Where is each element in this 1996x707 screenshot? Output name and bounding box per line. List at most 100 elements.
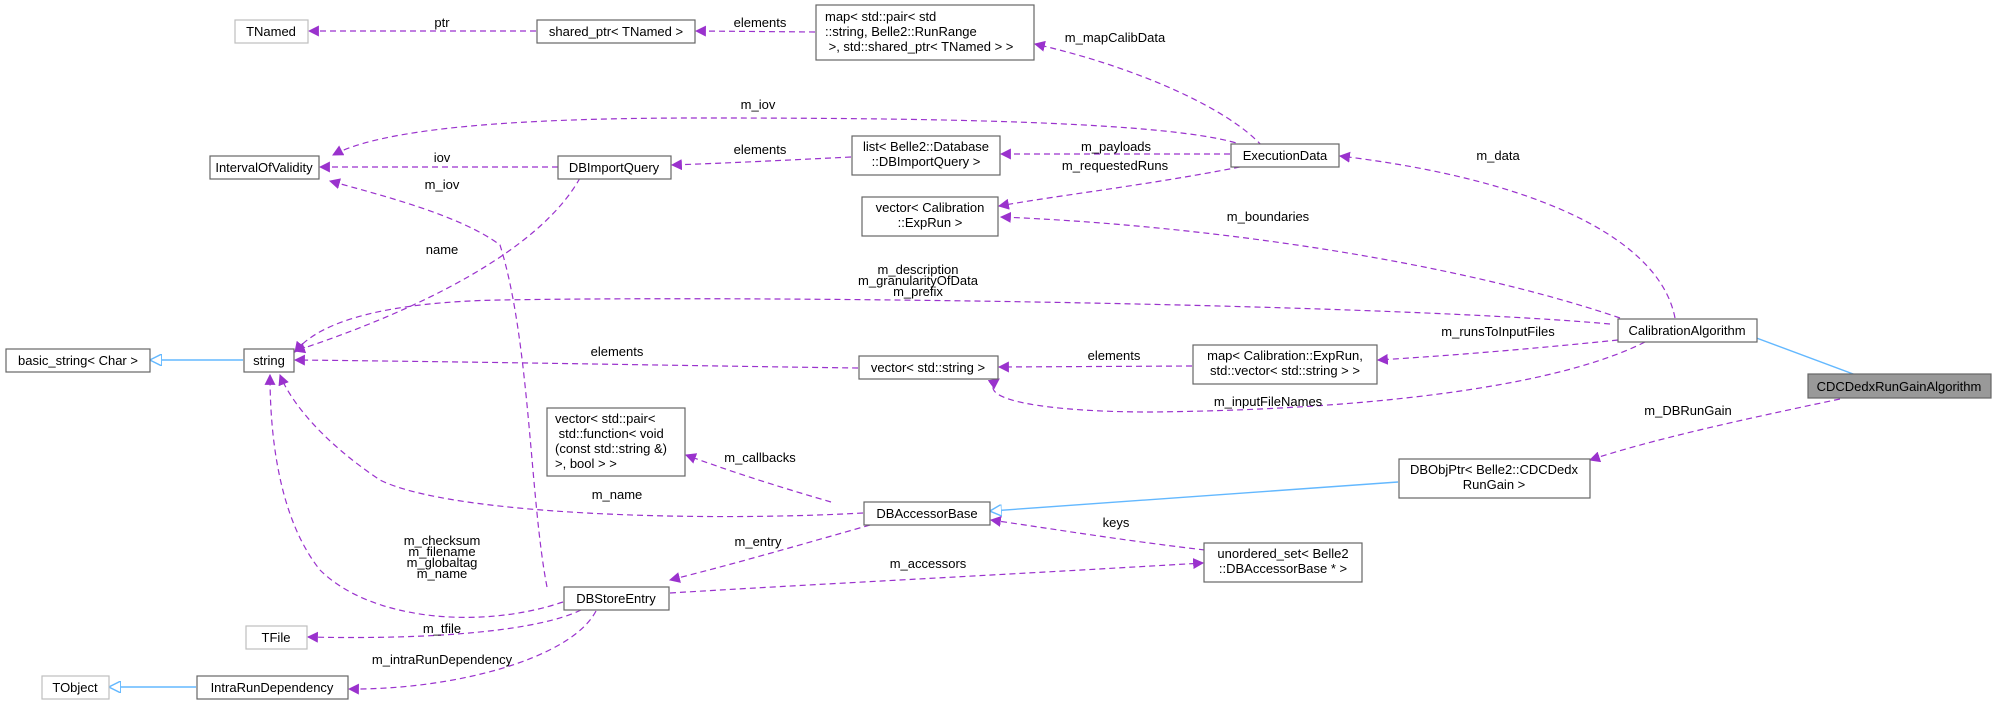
nodes.unordered_set-line: unordered_set< Belle2 (1217, 546, 1348, 561)
nodes.string-line: string (253, 353, 285, 368)
node-dbimportquery[interactable]: DBImportQuery (557, 155, 672, 180)
node-vector-string[interactable]: vector< std::string > (858, 355, 999, 380)
nodes.executiondata-line: ExecutionData (1243, 148, 1328, 163)
edge-label-elements-list: elements (734, 142, 787, 157)
node-vector-pair-function[interactable]: vector< std::pair< std::function< void(c… (546, 407, 686, 477)
edge-m-mapcalibdata (1033, 40, 1263, 147)
edge-label-m-iov-dbstore: m_iov (425, 177, 460, 192)
edge-label-m-iov-exec: m_iov (741, 97, 776, 112)
svg-text:DBStoreEntry: DBStoreEntry (576, 591, 656, 606)
edge-m-intrarundependency (347, 610, 597, 695)
edge-keys (989, 515, 1206, 551)
edge-label-m-callbacks: m_callbacks (724, 450, 796, 465)
node-executiondata[interactable]: ExecutionData (1230, 143, 1340, 168)
svg-text:list< Belle2::Database::DBImpo: list< Belle2::Database::DBImportQuery > (863, 139, 989, 169)
edge_labels.m_checksum_group-line: m_name (417, 566, 468, 581)
nodes.list_dbimportquery-line: list< Belle2::Database (863, 139, 989, 154)
edge-label-name: name (426, 242, 459, 257)
edge-label-m-tfile: m_tfile (423, 621, 461, 636)
edge-m-name (278, 373, 864, 518)
node-vector-exprun[interactable]: vector< Calibration::ExpRun > (861, 196, 999, 237)
node-tnamed[interactable]: TNamed (234, 19, 309, 44)
edge_labels.m_callbacks-line: m_callbacks (724, 450, 796, 465)
node-tobject[interactable]: TObject (41, 675, 110, 700)
node-interval-of-validity[interactable]: IntervalOfValidity (209, 155, 320, 180)
edge_labels.m_boundaries-line: m_boundaries (1227, 209, 1310, 224)
svg-text:map< Calibration::ExpRun,std::: map< Calibration::ExpRun,std::vector< st… (1207, 348, 1363, 378)
node-string[interactable]: string (243, 348, 295, 373)
edge-m-checksum-group (264, 373, 564, 618)
edge-m-inputfilenames (987, 341, 1646, 413)
edge-m-tfile (306, 609, 582, 643)
svg-text:unordered_set< Belle2::DBAcces: unordered_set< Belle2::DBAccessorBase * … (1217, 546, 1348, 576)
edge_labels.m_entry-line: m_entry (735, 534, 782, 549)
edge_labels.m_desc_group-line: m_prefix (893, 284, 943, 299)
edge_labels.m_desc_group-line: m_description (878, 262, 959, 277)
svg-text:TFile: TFile (262, 630, 291, 645)
edge-label-m-intrarundependency: m_intraRunDependency (372, 652, 513, 667)
nodes.dbobjptr-line: RunGain > (1463, 477, 1526, 492)
node-tfile[interactable]: TFile (245, 625, 308, 650)
node-calibrationalgorithm[interactable]: CalibrationAlgorithm (1617, 318, 1758, 343)
node-list-dbimportquery[interactable]: list< Belle2::Database::DBImportQuery > (851, 135, 1001, 176)
node-cdcdedxrungainalgorithm[interactable]: CDCDedxRunGainAlgorithm (1807, 373, 1992, 399)
svg-text:IntervalOfValidity: IntervalOfValidity (215, 160, 313, 175)
svg-text:TObject: TObject (52, 680, 98, 695)
edge_labels.m_runsToInputFiles-line: m_runsToInputFiles (1441, 324, 1555, 339)
edge_labels.keys-line: keys (1103, 515, 1130, 530)
svg-text:CDCDedxRunGainAlgorithm: CDCDedxRunGainAlgorithm (1817, 379, 1982, 394)
node-dbaccessorbase[interactable]: DBAccessorBase (863, 501, 991, 526)
edge_labels.elements_shared-line: elements (734, 15, 787, 30)
node-unordered-set[interactable]: unordered_set< Belle2::DBAccessorBase * … (1203, 542, 1363, 583)
nodes.vector_pair_function-line: (const std::string &) (555, 441, 667, 456)
node-basic-string[interactable]: basic_string< Char > (5, 348, 151, 373)
nodes.tobject-line: TObject (52, 680, 98, 695)
svg-text:DBObjPtr< Belle2::CDCDedxRunGa: DBObjPtr< Belle2::CDCDedxRunGain > (1410, 462, 1578, 492)
edge-label-m-inputfilenames: m_inputFileNames (1214, 394, 1323, 409)
edge_labels.elements_list-line: elements (734, 142, 787, 157)
nodes.tfile-line: TFile (262, 630, 291, 645)
edge-label-elements-map: elements (1088, 348, 1141, 363)
nodes.vector_pair_function-line: std::function< void (555, 426, 664, 441)
nodes.dbobjptr-line: DBObjPtr< Belle2::CDCDedx (1410, 462, 1578, 477)
nodes.basic_string-line: basic_string< Char > (18, 353, 138, 368)
nodes.vector_exprun-line: ::ExpRun > (898, 215, 963, 230)
nodes.shared_ptr-line: shared_ptr< TNamed > (549, 24, 683, 39)
svg-text:TNamed: TNamed (246, 24, 296, 39)
node-dbstoreentry[interactable]: DBStoreEntry (563, 586, 670, 611)
edge_labels.m_iov_exec-line: m_iov (741, 97, 776, 112)
nodes.map_exprun_vector-line: map< Calibration::ExpRun, (1207, 348, 1363, 363)
edge-label-keys: keys (1103, 515, 1130, 530)
nodes.tnamed-line: TNamed (246, 24, 296, 39)
nodes.vector_exprun-line: vector< Calibration (876, 200, 985, 215)
edge_labels.m_desc_group-line: m_granularityOfData (858, 273, 979, 288)
node-map-exprun-vector[interactable]: map< Calibration::ExpRun,std::vector< st… (1192, 344, 1378, 385)
node-map-runrange[interactable]: map< std::pair< std::string, Belle2::Run… (815, 4, 1035, 61)
edge-inherit-dbobjptr-dbaccessorbase (991, 481, 1399, 511)
nodes.interval_of_validity-line: IntervalOfValidity (215, 160, 313, 175)
edge_labels.elements_map-line: elements (1088, 348, 1141, 363)
edge-label-m-requestedruns: m_requestedRuns (1062, 158, 1169, 173)
edge_labels.iov-line: iov (434, 150, 451, 165)
svg-text:shared_ptr< TNamed >: shared_ptr< TNamed > (549, 24, 683, 39)
svg-text:basic_string< Char >: basic_string< Char > (18, 353, 138, 368)
svg-text:DBImportQuery: DBImportQuery (569, 160, 660, 175)
edge-elements-map (997, 361, 1193, 373)
edge_labels.m_checksum_group-line: m_globaltag (407, 555, 478, 570)
edge-m-entry (668, 524, 871, 583)
edge-label-iov: iov (434, 150, 451, 165)
nodes.calibrationalgorithm-line: CalibrationAlgorithm (1628, 323, 1745, 338)
svg-text:string: string (253, 353, 285, 368)
edge-elements-shared (694, 25, 816, 37)
node-shared-ptr[interactable]: shared_ptr< TNamed > (536, 19, 696, 44)
edge-label-m-dbrungain: m_DBRunGain (1644, 403, 1731, 418)
edge-label-m-mapcalibdata: m_mapCalibData (1065, 30, 1166, 45)
edge-m-requestedruns (997, 164, 1251, 210)
edge-label-ptr: ptr (434, 15, 450, 30)
nodes.dbaccessorbase-line: DBAccessorBase (876, 506, 977, 521)
edge_labels.m_tfile-line: m_tfile (423, 621, 461, 636)
node-intrarundependency[interactable]: IntraRunDependency (196, 675, 349, 700)
edge-m-runstoinputfiles (1376, 339, 1619, 365)
